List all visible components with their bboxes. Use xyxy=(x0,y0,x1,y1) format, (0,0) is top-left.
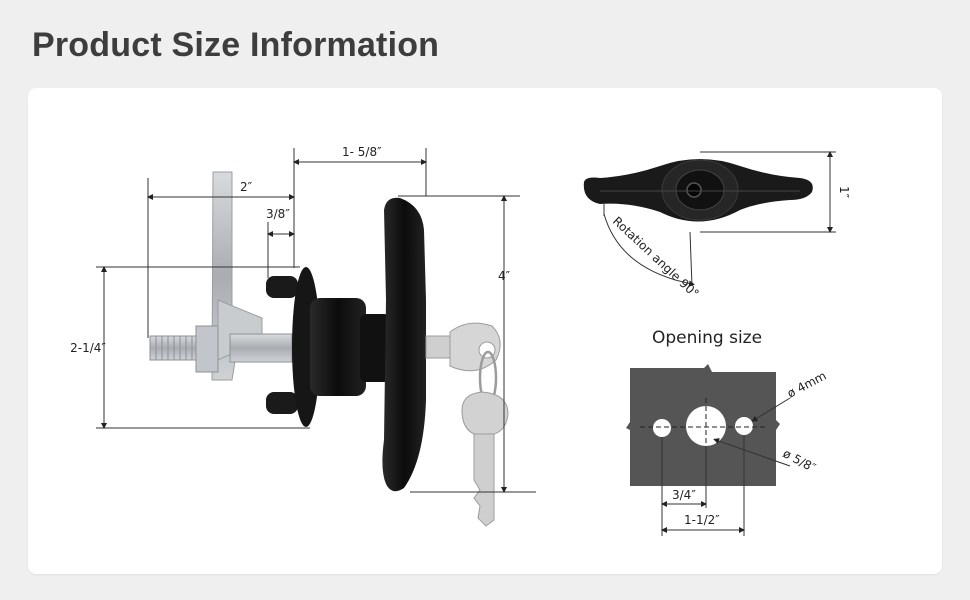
dim-label-4mm: ø 4mm xyxy=(785,368,829,400)
opening-size-title: Opening size xyxy=(652,328,762,348)
dimension-lines-left xyxy=(96,148,536,493)
dim-label-2: 2″ xyxy=(240,180,253,194)
dim-label-1: 1″ xyxy=(837,186,851,199)
opening-size-plate xyxy=(626,364,780,486)
dimension-lines-opening xyxy=(661,397,791,536)
t-handle-side-view xyxy=(149,171,509,527)
dim-label-4: 4″ xyxy=(498,269,511,283)
dim-label-3-8: 3/8″ xyxy=(266,207,290,221)
dim-label-1-1-2: 1-1/2″ xyxy=(684,513,720,527)
dim-label-3-4: 3/4″ xyxy=(672,488,696,502)
dim-label-5-8: ø 5/8″ xyxy=(781,446,819,475)
handle-top-view xyxy=(583,159,813,222)
dimension-lines-top-view xyxy=(603,151,836,287)
rotation-angle-label: Rotation angle 90° xyxy=(610,214,702,301)
dim-label-1-5-8: 1- 5/8″ xyxy=(342,145,382,159)
page-title: Product Size Information xyxy=(32,26,440,64)
dim-label-2-1-4: 2-1/4″ xyxy=(70,341,106,355)
